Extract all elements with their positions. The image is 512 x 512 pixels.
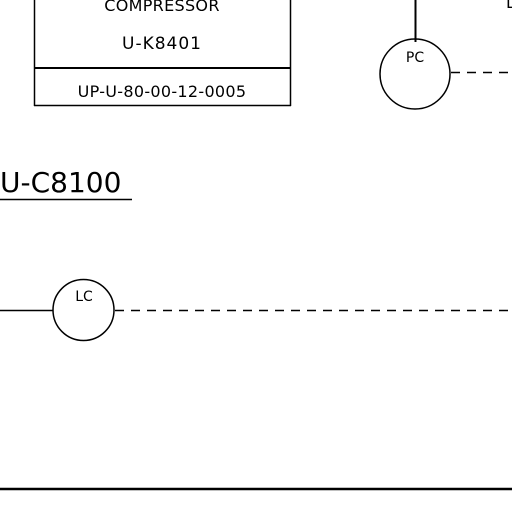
equipment-name: COMPRESSOR bbox=[104, 0, 219, 15]
section-title: U-C8100 bbox=[0, 166, 121, 199]
section-title-group: U-C8100 bbox=[0, 166, 132, 201]
equipment-tag: U-K8401 bbox=[122, 34, 202, 54]
level-controller-instrument: LC bbox=[0, 278, 512, 342]
partial-text-right: L bbox=[506, 0, 512, 12]
pc-instrument-bubble bbox=[379, 38, 451, 110]
pc-label: PC bbox=[406, 50, 424, 66]
lc-instrument-bubble bbox=[52, 278, 115, 342]
drawing-reference: UP-U-80-00-12-0005 bbox=[78, 82, 247, 101]
pressure-controller-instrument: PC bbox=[379, 0, 512, 110]
compressor-equipment-box: COMPRESSOR U-K8401 UP-U-80-00-12-0005 bbox=[33, 0, 292, 107]
lc-label: LC bbox=[75, 289, 93, 305]
